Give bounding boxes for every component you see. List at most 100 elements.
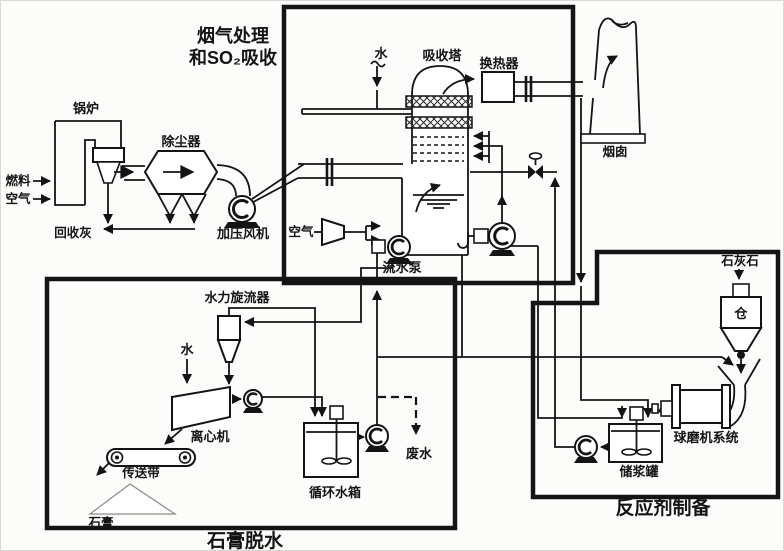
- mill-flange-right: [721, 384, 731, 429]
- caption-gypsum-dewatering: 石膏脱水: [206, 529, 284, 551]
- title-line2: 和SO₂吸收: [189, 47, 277, 68]
- circ-pump-casing: [488, 222, 516, 250]
- circulation-pump: [473, 222, 516, 256]
- fan-base: [224, 222, 260, 228]
- stack-rim-inner: [611, 20, 629, 26]
- cyclone-cone: [216, 339, 242, 363]
- label-dust-collector: 除尘器: [161, 134, 201, 149]
- hx-body: [481, 71, 515, 103]
- valve-handle: [528, 152, 543, 160]
- label-centrifuge-water: 水: [180, 342, 194, 357]
- circ-tank-impeller-r: [336, 457, 352, 465]
- mill-drive: [660, 400, 673, 417]
- label-ball-mill: 球磨机系统: [673, 430, 738, 445]
- flush-pump-base: [386, 258, 412, 264]
- flush-pump: [371, 235, 412, 264]
- slurry-pump-impeller: [577, 438, 592, 456]
- stack-rim: [598, 17, 637, 31]
- title-line1: 烟气处理: [197, 25, 269, 46]
- oxidation-air-blower: [314, 217, 345, 247]
- centrifuge-pump: [243, 389, 263, 413]
- cf-pump-base: [243, 408, 263, 413]
- centrifuge-solids-arrow: [164, 428, 183, 445]
- label-centrifuge: 离心机: [190, 429, 229, 444]
- circ-pump-inlet: [473, 228, 489, 244]
- circ-pump-base: [489, 250, 515, 256]
- label-conveyor: 传送带: [121, 465, 160, 480]
- circulating-water-tank: [303, 405, 359, 478]
- flush-pump-impeller: [390, 238, 405, 256]
- belt-axle-left: [115, 455, 119, 460]
- silo-body: [720, 296, 762, 329]
- absorber-tower: [401, 65, 473, 256]
- flush-pump-inlet: [371, 239, 386, 254]
- labels: 烟气处理 和SO₂吸收 锅炉 燃料 空气 回收灰 除尘器 加压风机 空气 水 吸…: [5, 25, 758, 551]
- silo-outlet-valve: [737, 351, 745, 359]
- circ-pump-impeller: [493, 226, 509, 246]
- reagent-preparation-section-box: [530, 249, 781, 500]
- centrifuge: [171, 385, 231, 432]
- booster-fan: [216, 164, 260, 228]
- label-absorber: 吸收塔: [422, 48, 462, 63]
- boiler-outlet-header: [92, 147, 125, 163]
- label-heat-exchanger: 换热器: [479, 56, 519, 71]
- pile-shape: [88, 483, 177, 515]
- demister-layer-2: [405, 116, 473, 129]
- cyclone-overflow-line: [228, 307, 320, 417]
- circ-tank-impeller-l: [321, 457, 337, 465]
- label-hydrocyclone: 水力旋流器: [204, 290, 270, 305]
- boiler-hopper: [95, 161, 122, 184]
- mill-flange-left: [671, 384, 681, 429]
- tank-pump-impeller: [368, 427, 383, 445]
- fan-elbow-duct: [216, 164, 251, 197]
- mill-shell: [679, 389, 723, 424]
- liquid-level: [413, 194, 464, 209]
- esp-hoppers: [157, 193, 207, 218]
- slurry-tank-motor: [629, 406, 644, 421]
- heat-exchanger: [442, 71, 515, 103]
- chute-water-arrow-1: [721, 355, 734, 366]
- chute-funnel: [717, 358, 761, 386]
- label-circulating-tank: 循环水箱: [309, 485, 361, 500]
- section-boxes: [44, 4, 781, 531]
- dust-collector: [143, 150, 219, 218]
- process-lines: [33, 60, 746, 476]
- slurry-tank-impeller-l: [621, 448, 637, 456]
- duct-flange: [325, 158, 334, 186]
- gypsum-pile: [88, 483, 177, 515]
- slurry-feed-valve: [528, 152, 543, 179]
- label-wash-water: 水: [374, 46, 388, 61]
- oxidation-air-line: [344, 226, 367, 240]
- label-gypsum: 石膏: [87, 515, 113, 530]
- label-boiler: 锅炉: [73, 101, 99, 116]
- belt-body: [106, 448, 196, 467]
- limestone-silo: [719, 283, 763, 359]
- cyclone-cylinder: [217, 315, 241, 341]
- cf-pump-impeller: [246, 392, 258, 406]
- sump-spigot: [457, 233, 469, 249]
- valve-body: [528, 165, 543, 179]
- flue-gas-section-box: [281, 4, 576, 286]
- hydrocyclone: [216, 315, 242, 363]
- label-combustion-air: 空气: [5, 191, 31, 206]
- label-wastewater: 废水: [406, 446, 433, 461]
- ball-mill: [651, 384, 731, 429]
- label-slurry-tank: 储浆罐: [618, 464, 658, 479]
- gas-inlet-duct: [298, 163, 412, 179]
- silo-cone: [719, 327, 763, 352]
- slurry-pump: [574, 435, 598, 463]
- boiler-esp-duct: [122, 165, 145, 181]
- demister-layer-1: [405, 95, 473, 108]
- circulating-tank-pump: [365, 424, 389, 452]
- stack: [580, 17, 646, 144]
- conveyor: [106, 448, 196, 467]
- spray-manifold: [488, 131, 503, 198]
- stack-walls: [589, 27, 641, 135]
- cyclone-feed-line: [244, 262, 393, 327]
- slurry-tank: [608, 406, 663, 463]
- tower-shell: [401, 95, 469, 256]
- caption-reagent-prep: 反应剂制备: [615, 496, 711, 519]
- stack-flow-arrow: [602, 55, 618, 89]
